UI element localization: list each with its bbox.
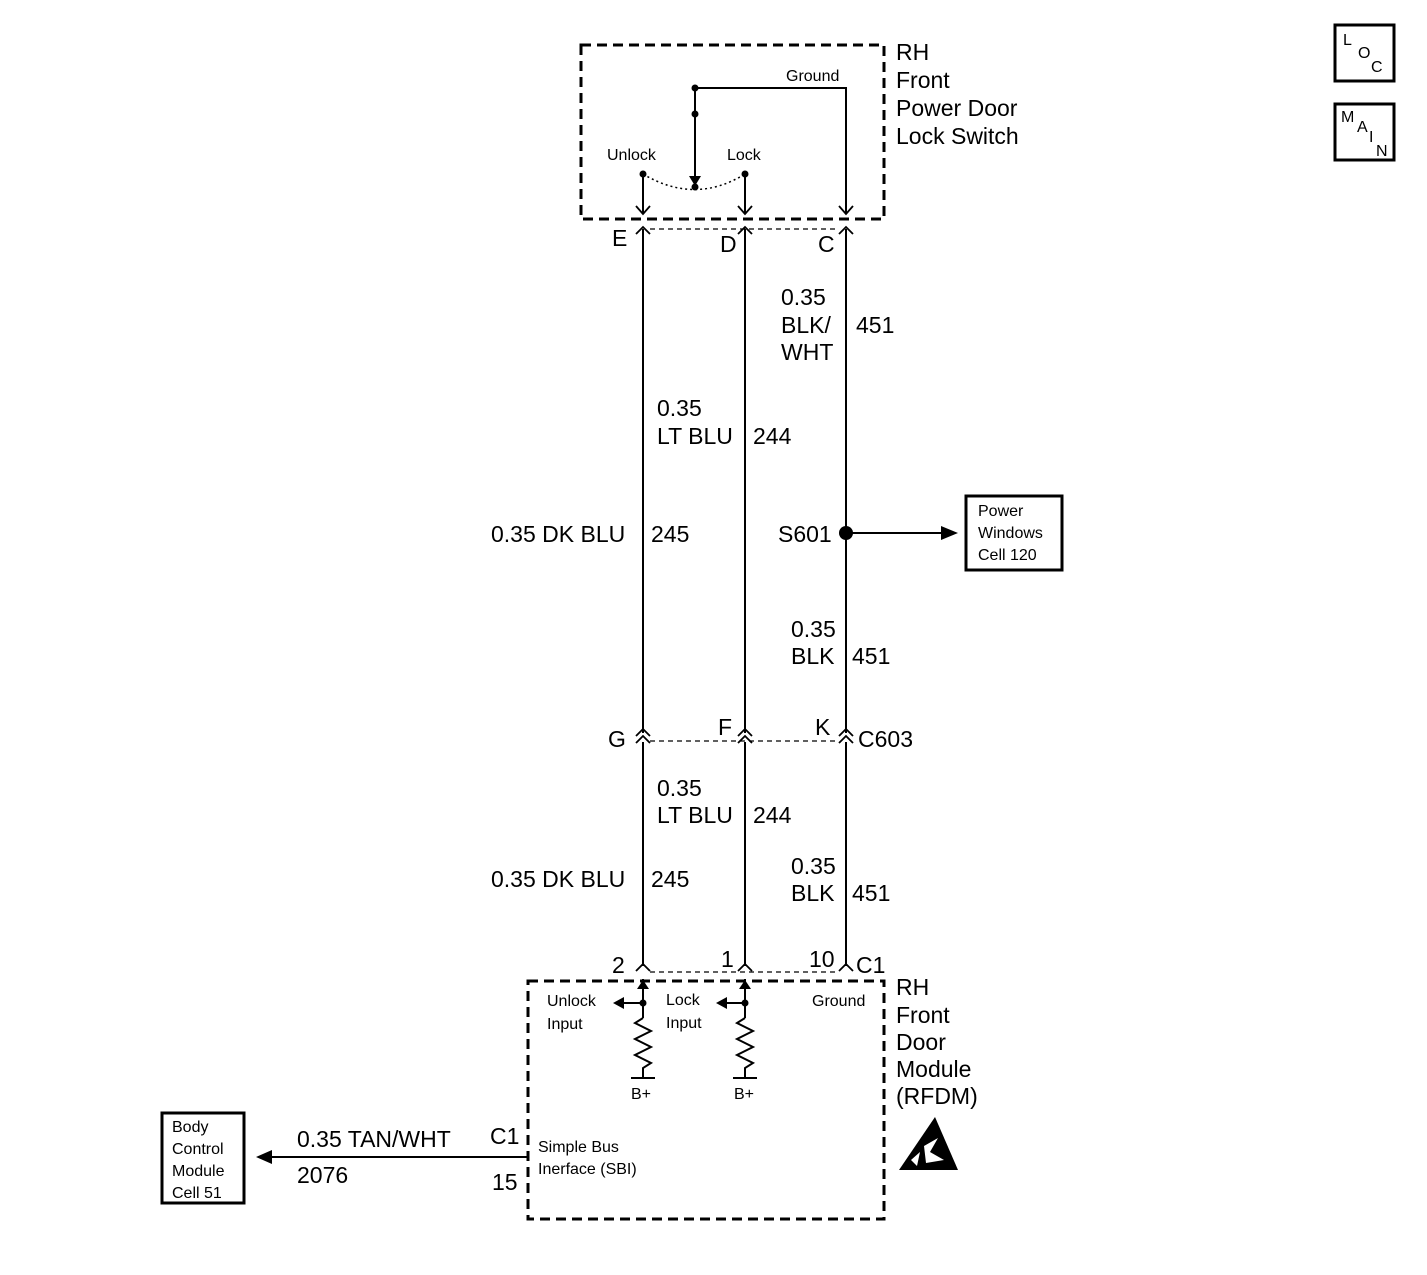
svg-text:Control: Control [172, 1141, 224, 1158]
svg-text:Body: Body [172, 1119, 208, 1136]
pin-f: F [718, 714, 732, 740]
svg-text:Front: Front [896, 67, 950, 93]
svg-text:15: 15 [492, 1169, 518, 1195]
svg-text:M: M [1341, 109, 1354, 126]
svg-text:C: C [1371, 59, 1383, 76]
svg-text:Lock: Lock [666, 992, 701, 1009]
svg-text:451: 451 [852, 643, 890, 669]
svg-text:RH: RH [896, 974, 929, 1000]
svg-text:Cell 51: Cell 51 [172, 1185, 222, 1202]
svg-text:2076: 2076 [297, 1162, 348, 1188]
svg-text:C1: C1 [856, 952, 885, 978]
pin-k: K [815, 714, 831, 740]
svg-text:Ground: Ground [786, 68, 839, 85]
svg-text:Inerface (SBI): Inerface (SBI) [538, 1161, 637, 1178]
svg-text:N: N [1376, 143, 1388, 160]
svg-text:Front: Front [896, 1002, 950, 1028]
svg-text:Module: Module [896, 1056, 971, 1082]
svg-text:LT BLU: LT BLU [657, 423, 733, 449]
svg-text:0.35: 0.35 [657, 775, 702, 801]
wire-labels-upper: 0.35 BLK/ WHT 451 0.35 LT BLU 244 0.35 D… [491, 284, 894, 547]
power-door-lock-switch: RH Front Power Door Lock Switch Ground U… [579, 39, 1019, 221]
svg-text:0.35 DK BLU: 0.35 DK BLU [491, 866, 625, 892]
svg-text:LT BLU: LT BLU [657, 802, 733, 828]
pin-10: 10 [809, 946, 835, 972]
svg-text:Simple Bus: Simple Bus [538, 1139, 619, 1156]
svg-text:Lock Switch: Lock Switch [896, 123, 1019, 149]
svg-text:Power Door: Power Door [896, 95, 1018, 121]
svg-text:BLK: BLK [791, 643, 835, 669]
bcm-wire: 0.35 TAN/WHT 2076 C1 15 [256, 1123, 528, 1195]
svg-text:BLK/: BLK/ [781, 312, 831, 338]
svg-text:Input: Input [547, 1016, 583, 1033]
svg-text:451: 451 [856, 312, 894, 338]
svg-text:BLK: BLK [791, 880, 835, 906]
svg-text:244: 244 [753, 802, 792, 828]
wire-labels-lower: 0.35 LT BLU 244 0.35 DK BLU 245 0.35 BLK… [491, 775, 890, 906]
pin-2: 2 [612, 952, 625, 978]
svg-text:0.35 DK BLU: 0.35 DK BLU [491, 521, 625, 547]
wire-labels-mid: 0.35 BLK 451 [791, 616, 890, 669]
power-windows-ref[interactable]: Power Windows Cell 120 [964, 494, 1064, 572]
svg-text:I: I [1369, 129, 1373, 146]
svg-text:RH: RH [896, 39, 929, 65]
svg-text:0.35: 0.35 [657, 395, 702, 421]
svg-text:Power: Power [978, 503, 1024, 520]
svg-text:244: 244 [753, 423, 792, 449]
svg-text:Unlock: Unlock [547, 993, 597, 1010]
svg-text:451: 451 [852, 880, 890, 906]
svg-text:L: L [1343, 32, 1352, 49]
resistor-symbol [632, 1017, 654, 1078]
svg-text:O: O [1358, 45, 1370, 62]
svg-text:S601: S601 [778, 521, 832, 547]
svg-text:C1: C1 [490, 1123, 519, 1149]
svg-text:(RFDM): (RFDM) [896, 1083, 978, 1109]
svg-text:B+: B+ [631, 1086, 651, 1103]
splice-s601: S601 [778, 521, 958, 547]
svg-text:Windows: Windows [978, 525, 1043, 542]
svg-text:0.35: 0.35 [791, 853, 836, 879]
svg-text:B+: B+ [734, 1086, 754, 1103]
svg-text:C603: C603 [858, 726, 913, 752]
main-badge[interactable]: M A I N [1333, 102, 1396, 162]
connector-c603: G F K C603 [608, 714, 913, 752]
body-control-module-ref[interactable]: Body Control Module Cell 51 [160, 1111, 246, 1205]
svg-text:A: A [1357, 119, 1368, 136]
rh-front-door-module: RH Front Door Module (RFDM) Unlock Input… [526, 974, 978, 1221]
module-connector-c1: 2 1 10 C1 [612, 946, 885, 978]
svg-text:0.35: 0.35 [781, 284, 826, 310]
switch-connector: E D C [612, 225, 854, 257]
pin-d: D [720, 231, 737, 257]
svg-text:Door: Door [896, 1029, 946, 1055]
svg-text:Unlock: Unlock [607, 147, 657, 164]
svg-text:245: 245 [651, 521, 689, 547]
pin-e: E [612, 225, 627, 251]
svg-text:Cell 120: Cell 120 [978, 547, 1037, 564]
svg-text:Input: Input [666, 1015, 702, 1032]
svg-text:WHT: WHT [781, 339, 833, 365]
svg-text:0.35 TAN/WHT: 0.35 TAN/WHT [297, 1126, 451, 1152]
svg-text:245: 245 [651, 866, 689, 892]
pin-1: 1 [721, 946, 734, 972]
svg-text:Ground: Ground [812, 993, 865, 1010]
pin-c: C [818, 231, 835, 257]
svg-text:Module: Module [172, 1163, 225, 1180]
svg-text:Lock: Lock [727, 147, 762, 164]
pin-g: G [608, 726, 626, 752]
svg-text:0.35: 0.35 [791, 616, 836, 642]
esd-warning-icon [899, 1117, 958, 1170]
loc-badge[interactable]: L O C [1333, 23, 1396, 83]
